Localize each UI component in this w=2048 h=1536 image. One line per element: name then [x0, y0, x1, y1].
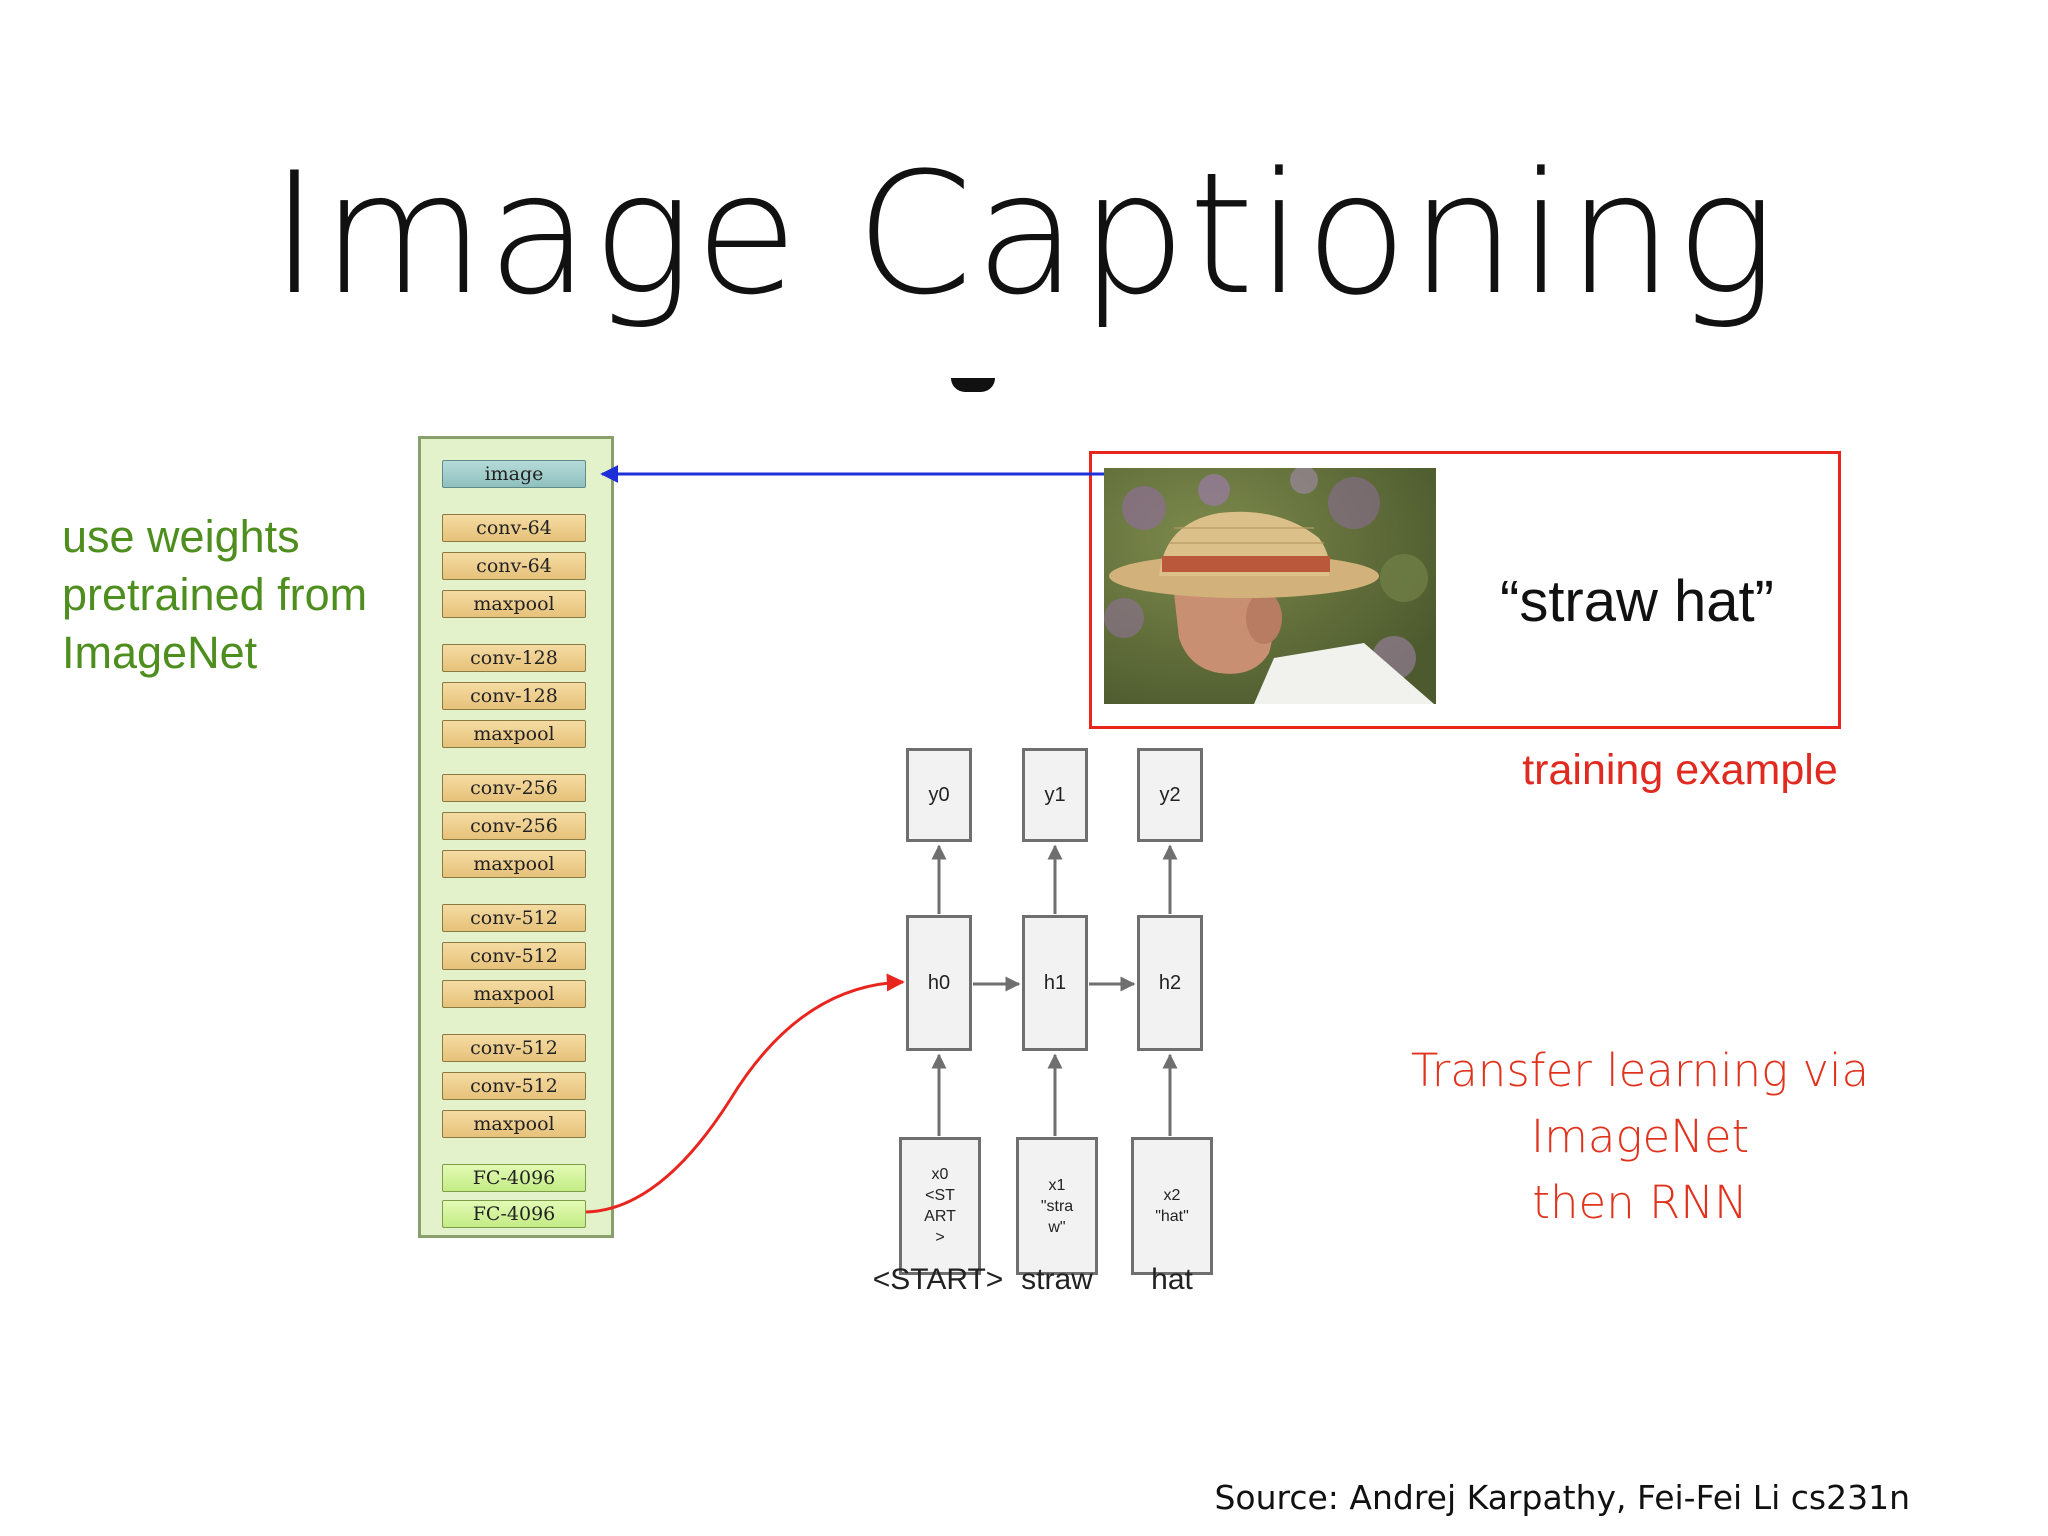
rnn-hidden-label: h0 — [927, 971, 951, 994]
input-word-straw: straw — [1021, 1263, 1093, 1296]
title-underline-fragment — [951, 378, 995, 392]
cnn-layer-conv: conv-512 — [442, 1072, 586, 1100]
training-caption: “straw hat” — [1500, 569, 1774, 634]
training-example-label: training example — [1522, 746, 1838, 794]
rnn-hidden-h0: h0 — [906, 915, 972, 1051]
straw-hat-photo — [1104, 468, 1436, 704]
transfer-note-line: Transfer learning via — [1410, 1044, 1870, 1097]
cnn-layer-image: image — [442, 460, 586, 488]
cnn-layer-conv: conv-128 — [442, 644, 586, 672]
cnn-layer-conv: conv-128 — [442, 682, 586, 710]
cnn-to-rnn-arrow — [585, 973, 905, 1214]
cnn-layer-fc: FC-4096 — [442, 1164, 586, 1192]
cnn-layer-conv: conv-512 — [442, 904, 586, 932]
rnn-output-y0: y0 — [906, 748, 972, 842]
pretrained-weights-label: use weights pretrained from ImageNet — [62, 508, 422, 682]
rnn-input-label: x2 "hat" — [1155, 1187, 1189, 1225]
cnn-layer-conv: conv-512 — [442, 1034, 586, 1062]
rnn-hidden-label: h1 — [1043, 971, 1067, 994]
cnn-layer-conv: conv-256 — [442, 812, 586, 840]
rnn-input-x2: x2 "hat" — [1131, 1137, 1213, 1275]
cnn-layer-maxpool: maxpool — [442, 850, 586, 878]
transfer-learning-note: Transfer learning via ImageNet then RNN — [1380, 1038, 1900, 1236]
cnn-layer-conv: conv-512 — [442, 942, 586, 970]
rnn-hidden-h1: h1 — [1022, 915, 1088, 1051]
rnn-output-label: y2 — [1159, 783, 1181, 806]
transfer-note-line: then RNN — [1532, 1176, 1748, 1229]
cnn-layer-fc: FC-4096 — [442, 1200, 586, 1228]
rnn-output-label: y1 — [1044, 783, 1066, 806]
input-word-hat: hat — [1151, 1263, 1193, 1296]
training-example-box — [1089, 451, 1841, 729]
pretrained-weights-text: use weights pretrained from ImageNet — [62, 511, 368, 678]
rnn-output-label: y0 — [928, 783, 950, 806]
cnn-layer-maxpool: maxpool — [442, 980, 586, 1008]
cnn-layer-maxpool: maxpool — [442, 590, 586, 618]
rnn-input-x1: x1 "stra w" — [1016, 1137, 1098, 1275]
rnn-output-y1: y1 — [1022, 748, 1088, 842]
page-title: Image Captioning — [269, 136, 1779, 332]
rnn-hidden-label: h2 — [1158, 971, 1182, 994]
source-credit: Source: Andrej Karpathy, Fei-Fei Li cs23… — [1214, 1478, 1910, 1517]
rnn-input-label: x0 <ST ART > — [924, 1166, 956, 1246]
cnn-layer-maxpool: maxpool — [442, 720, 586, 748]
input-word-start: <START> — [872, 1263, 1004, 1296]
cnn-layer-conv: conv-64 — [442, 514, 586, 542]
rnn-input-x0: x0 <ST ART > — [899, 1137, 981, 1275]
cnn-layer-conv: conv-256 — [442, 774, 586, 802]
rnn-output-y2: y2 — [1137, 748, 1203, 842]
cnn-layer-maxpool: maxpool — [442, 1110, 586, 1138]
rnn-hidden-h2: h2 — [1137, 915, 1203, 1051]
transfer-note-line: ImageNet — [1530, 1110, 1750, 1163]
cnn-layer-conv: conv-64 — [442, 552, 586, 580]
rnn-input-label: x1 "stra w" — [1040, 1176, 1074, 1236]
